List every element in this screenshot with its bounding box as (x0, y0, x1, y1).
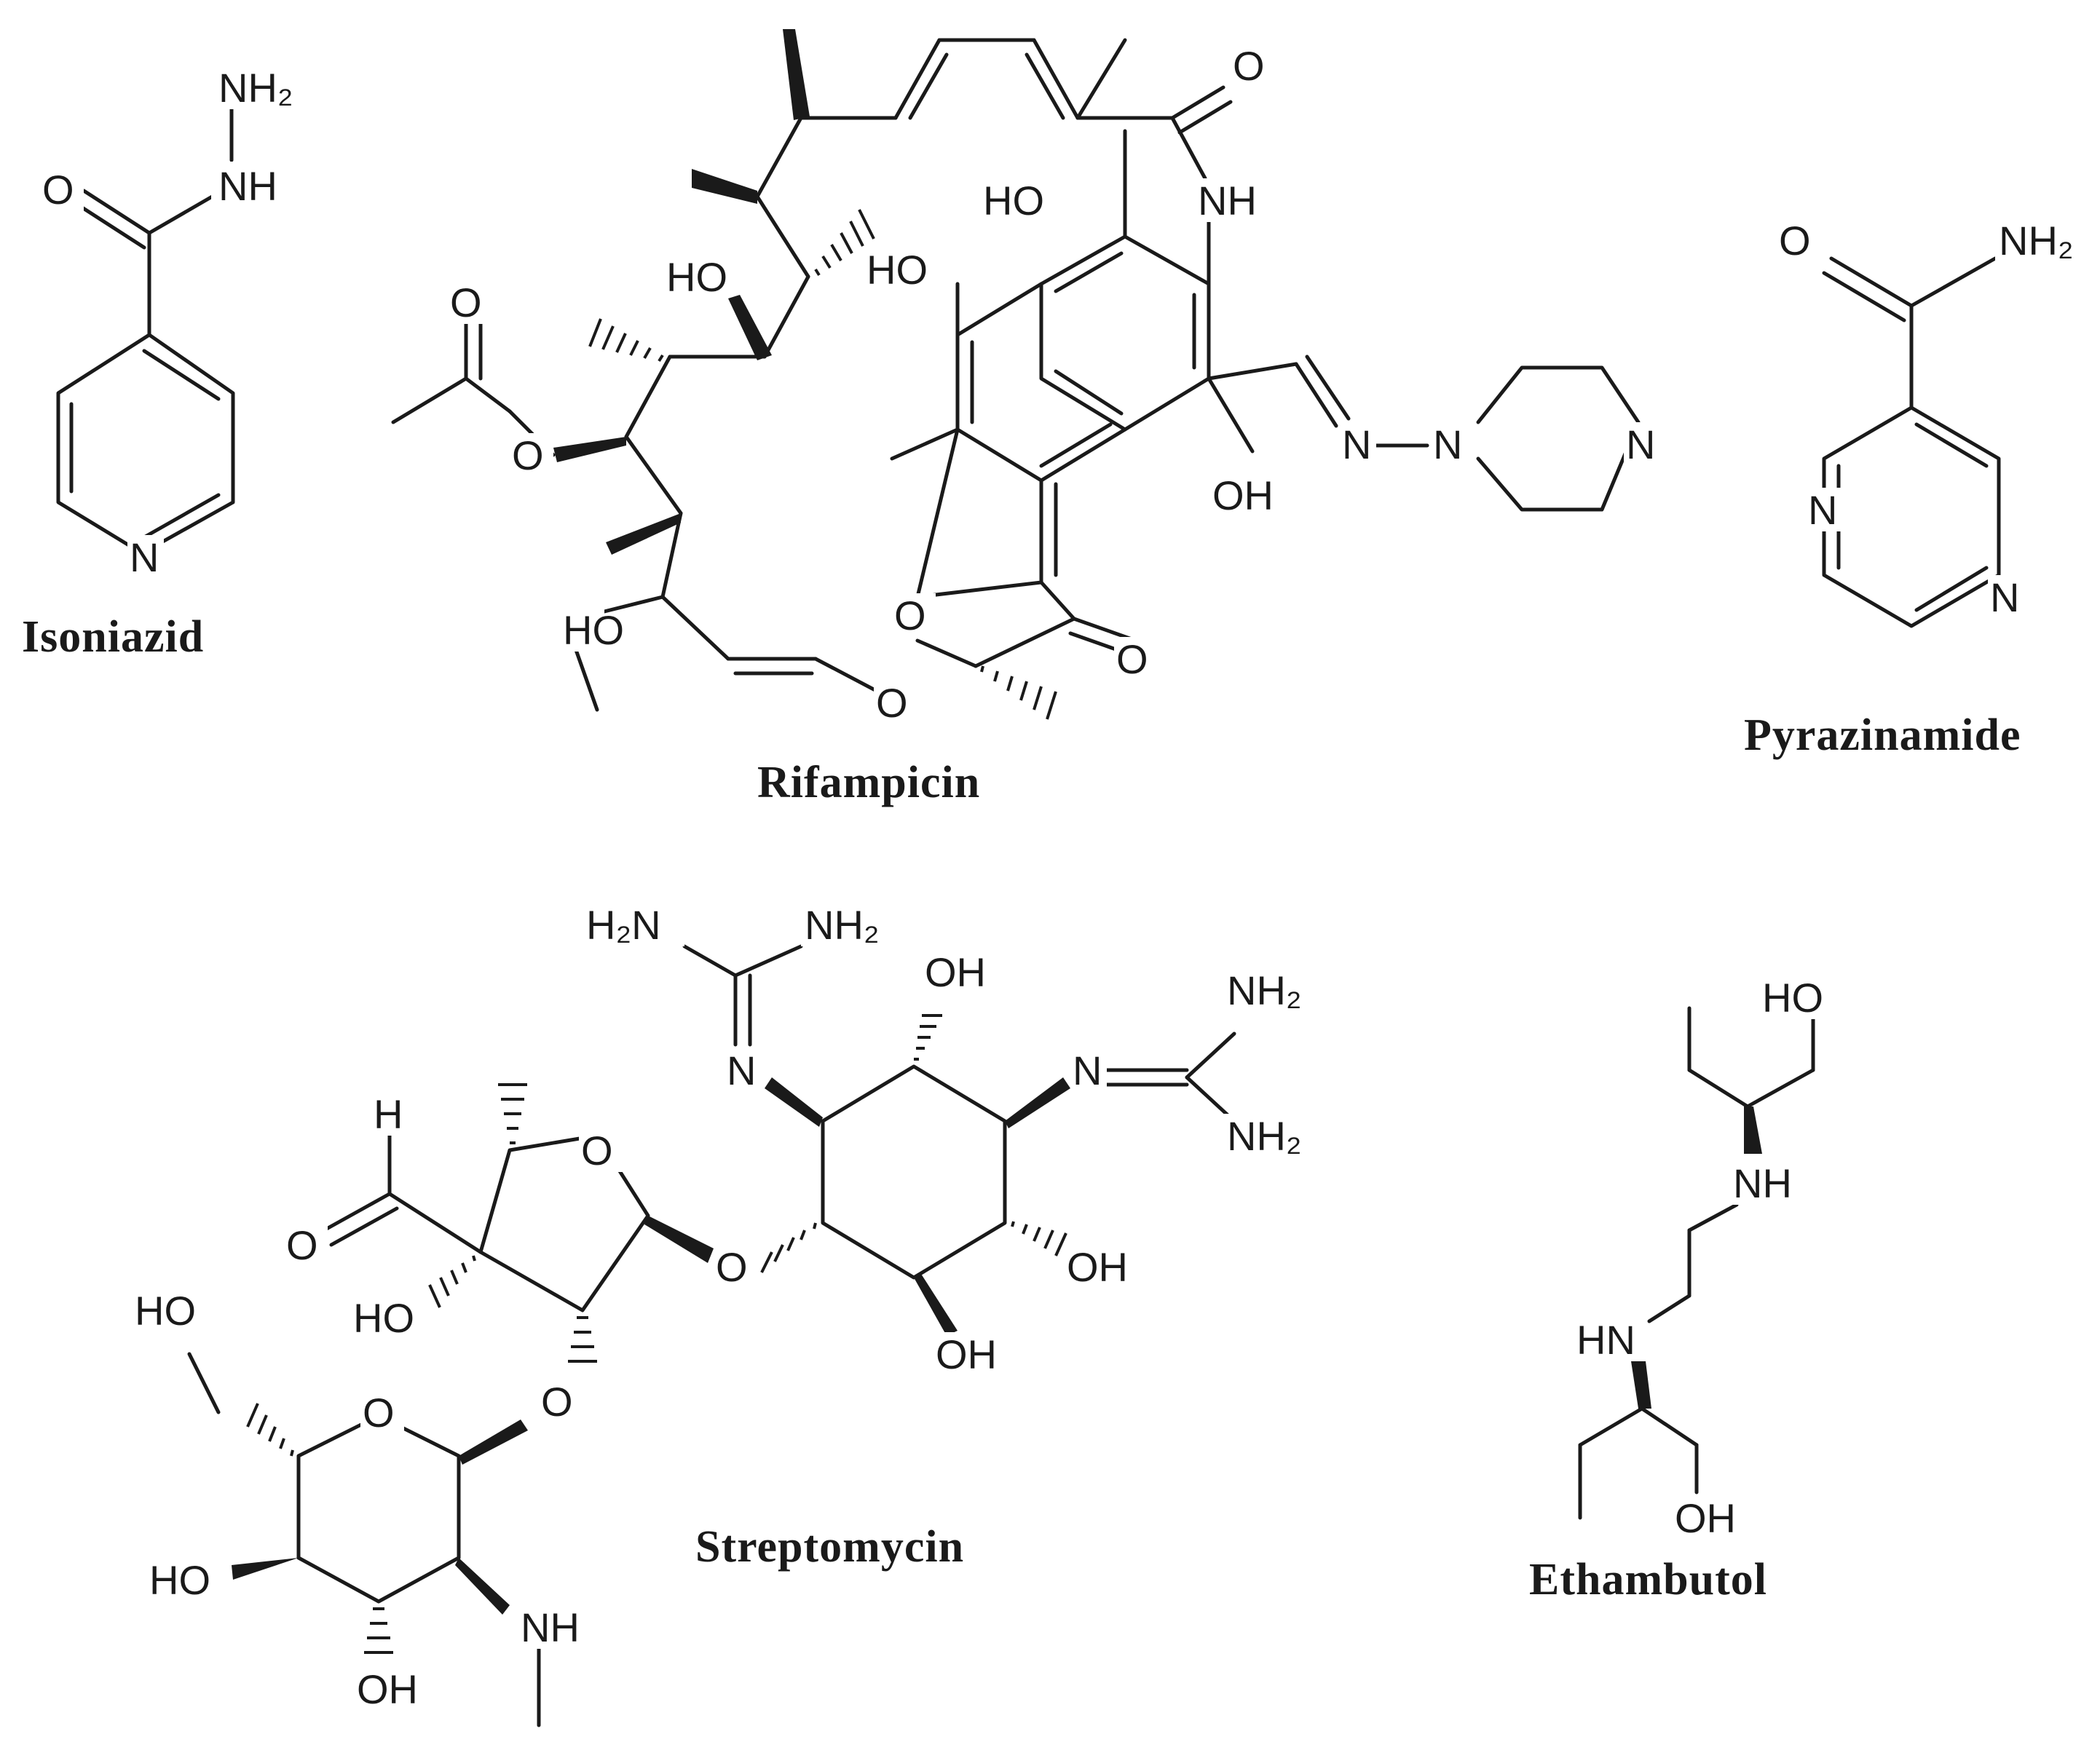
streptomycin-oh-label-4: OH (357, 1666, 418, 1712)
rifampicin-furan-o-label: O (894, 593, 926, 638)
isoniazid-o-label: O (42, 167, 74, 213)
streptomycin-pyranose-o-label: O (363, 1390, 395, 1436)
streptomycin-ho-label-2: HO (135, 1288, 196, 1334)
isoniazid-nh2-label: NH₂ (218, 65, 293, 111)
rifampicin-name: Rifampicin (757, 758, 980, 807)
streptomycin-structure: H₂N NH₂ OH NH₂ NH₂ N N H O O HO O OH OH … (131, 902, 1311, 1727)
streptomycin-h2n-label: H₂N (586, 902, 661, 948)
rifampicin-nh-label: NH (1198, 178, 1257, 223)
rifampicin-ketone-o-label: O (1116, 636, 1148, 682)
rifampicin-n-label-1: N (1342, 421, 1371, 467)
pyrazinamide-name: Pyrazinamide (1744, 710, 2021, 760)
streptomycin-oh-label-2: OH (1067, 1244, 1128, 1290)
streptomycin-oh-label-3: OH (936, 1331, 997, 1377)
isoniazid-nh-label: NH (218, 163, 277, 209)
streptomycin-name: Streptomycin (695, 1522, 964, 1572)
ethambutol-structure: HO NH HN OH Ethambutol (1529, 975, 1824, 1604)
streptomycin-nh2-label-1: NH₂ (805, 902, 880, 948)
rifampicin-ho-label-3: HO (666, 254, 727, 300)
ethambutol-hn-label: HN (1576, 1317, 1635, 1363)
rifampicin-oh-label: OH (1212, 472, 1274, 518)
streptomycin-ho-label-1: HO (353, 1295, 414, 1341)
rifampicin-n-label-2: N (1433, 421, 1462, 467)
rifampicin-structure: O NH HO HO HO O O OH O O O N N N HO Rifa… (391, 29, 1660, 807)
ethambutol-oh-label: OH (1675, 1495, 1736, 1541)
isoniazid-n-label: N (130, 534, 159, 580)
streptomycin-n-label-1: N (727, 1048, 756, 1093)
streptomycin-furanose-o-label: O (581, 1128, 613, 1173)
rifampicin-ho-label-1: HO (983, 178, 1044, 223)
streptomycin-aldehyde-h-label: H (374, 1091, 403, 1137)
ethambutol-nh-label: NH (1733, 1160, 1792, 1206)
ethambutol-ho-label: HO (1762, 975, 1823, 1021)
ethambutol-name: Ethambutol (1529, 1555, 1767, 1604)
rifampicin-ester-o-label: O (512, 432, 544, 478)
rifampicin-ho-label-2: HO (867, 247, 928, 293)
rifampicin-ether-o-label: O (876, 680, 908, 726)
streptomycin-nh2-label-3: NH₂ (1227, 1113, 1302, 1159)
pyrazinamide-n-label-1: N (1808, 487, 1837, 533)
pyrazinamide-o-label: O (1779, 218, 1811, 264)
streptomycin-aldehyde-o-label: O (286, 1222, 318, 1268)
rifampicin-o-label-1: O (1233, 43, 1265, 89)
streptomycin-glycoside-o-label-2: O (541, 1379, 573, 1425)
isoniazid-structure: NH₂ NH O N Isoniazid (22, 65, 299, 662)
pyrazinamide-nh2-label: NH₂ (1999, 218, 2074, 264)
rifampicin-methoxy-o-label: HO (563, 607, 624, 653)
streptomycin-oh-label-1: OH (925, 949, 986, 995)
streptomycin-nh2-label-2: NH₂ (1227, 967, 1302, 1013)
pyrazinamide-structure: O NH₂ N N Pyrazinamide (1744, 218, 2083, 760)
isoniazid-name: Isoniazid (22, 612, 204, 662)
streptomycin-ho-label-3: HO (149, 1557, 210, 1603)
streptomycin-nh-label: NH (521, 1604, 580, 1650)
rifampicin-acetate-o-label: O (450, 280, 482, 325)
rifampicin-n-label-3: N (1626, 421, 1655, 467)
streptomycin-glycoside-o-label-1: O (716, 1244, 748, 1290)
streptomycin-n-label-2: N (1073, 1048, 1102, 1093)
pyrazinamide-n-label-2: N (1990, 574, 2019, 620)
